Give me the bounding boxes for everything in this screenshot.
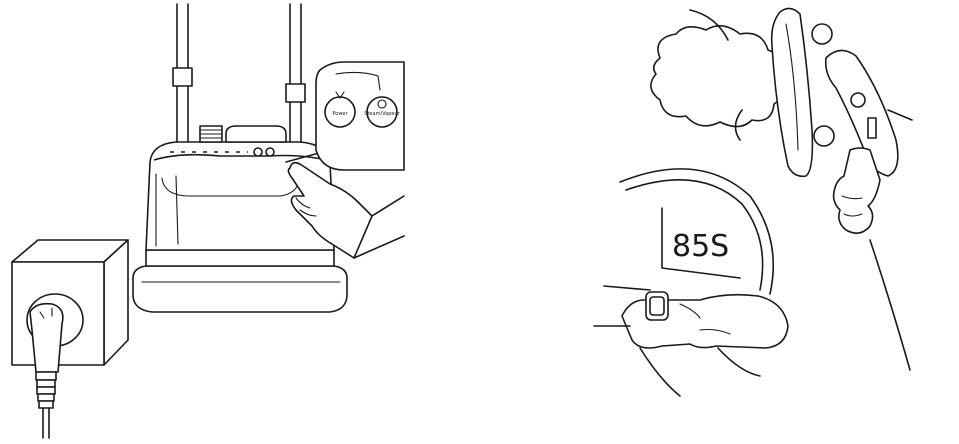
steamer-poles bbox=[172, 3, 306, 143]
steam-head bbox=[770, 7, 899, 178]
hand-pressing bbox=[287, 161, 405, 259]
timer-arc: 85S bbox=[619, 168, 775, 295]
steam-button[interactable]: Steam/Vapeur bbox=[364, 96, 401, 128]
zoom-bubble: Power Steam/Vapeur bbox=[285, 61, 405, 171]
steam-button-label: Steam/Vapeur bbox=[364, 111, 400, 117]
wall-socket bbox=[11, 239, 129, 366]
timer-readout: 85S bbox=[672, 229, 729, 264]
left-illustration-panel: Power Steam/Vapeur bbox=[11, 3, 405, 439]
right-illustration-panel: 85S bbox=[593, 7, 913, 397]
hand-holding-steamer bbox=[832, 109, 913, 371]
arms-with-watch bbox=[593, 285, 789, 397]
steamer-base bbox=[132, 125, 348, 313]
power-plug bbox=[29, 302, 64, 439]
power-button[interactable]: Power bbox=[324, 91, 356, 128]
steam-cloud bbox=[650, 9, 786, 141]
power-button-label: Power bbox=[332, 111, 348, 117]
control-strip bbox=[170, 147, 275, 157]
